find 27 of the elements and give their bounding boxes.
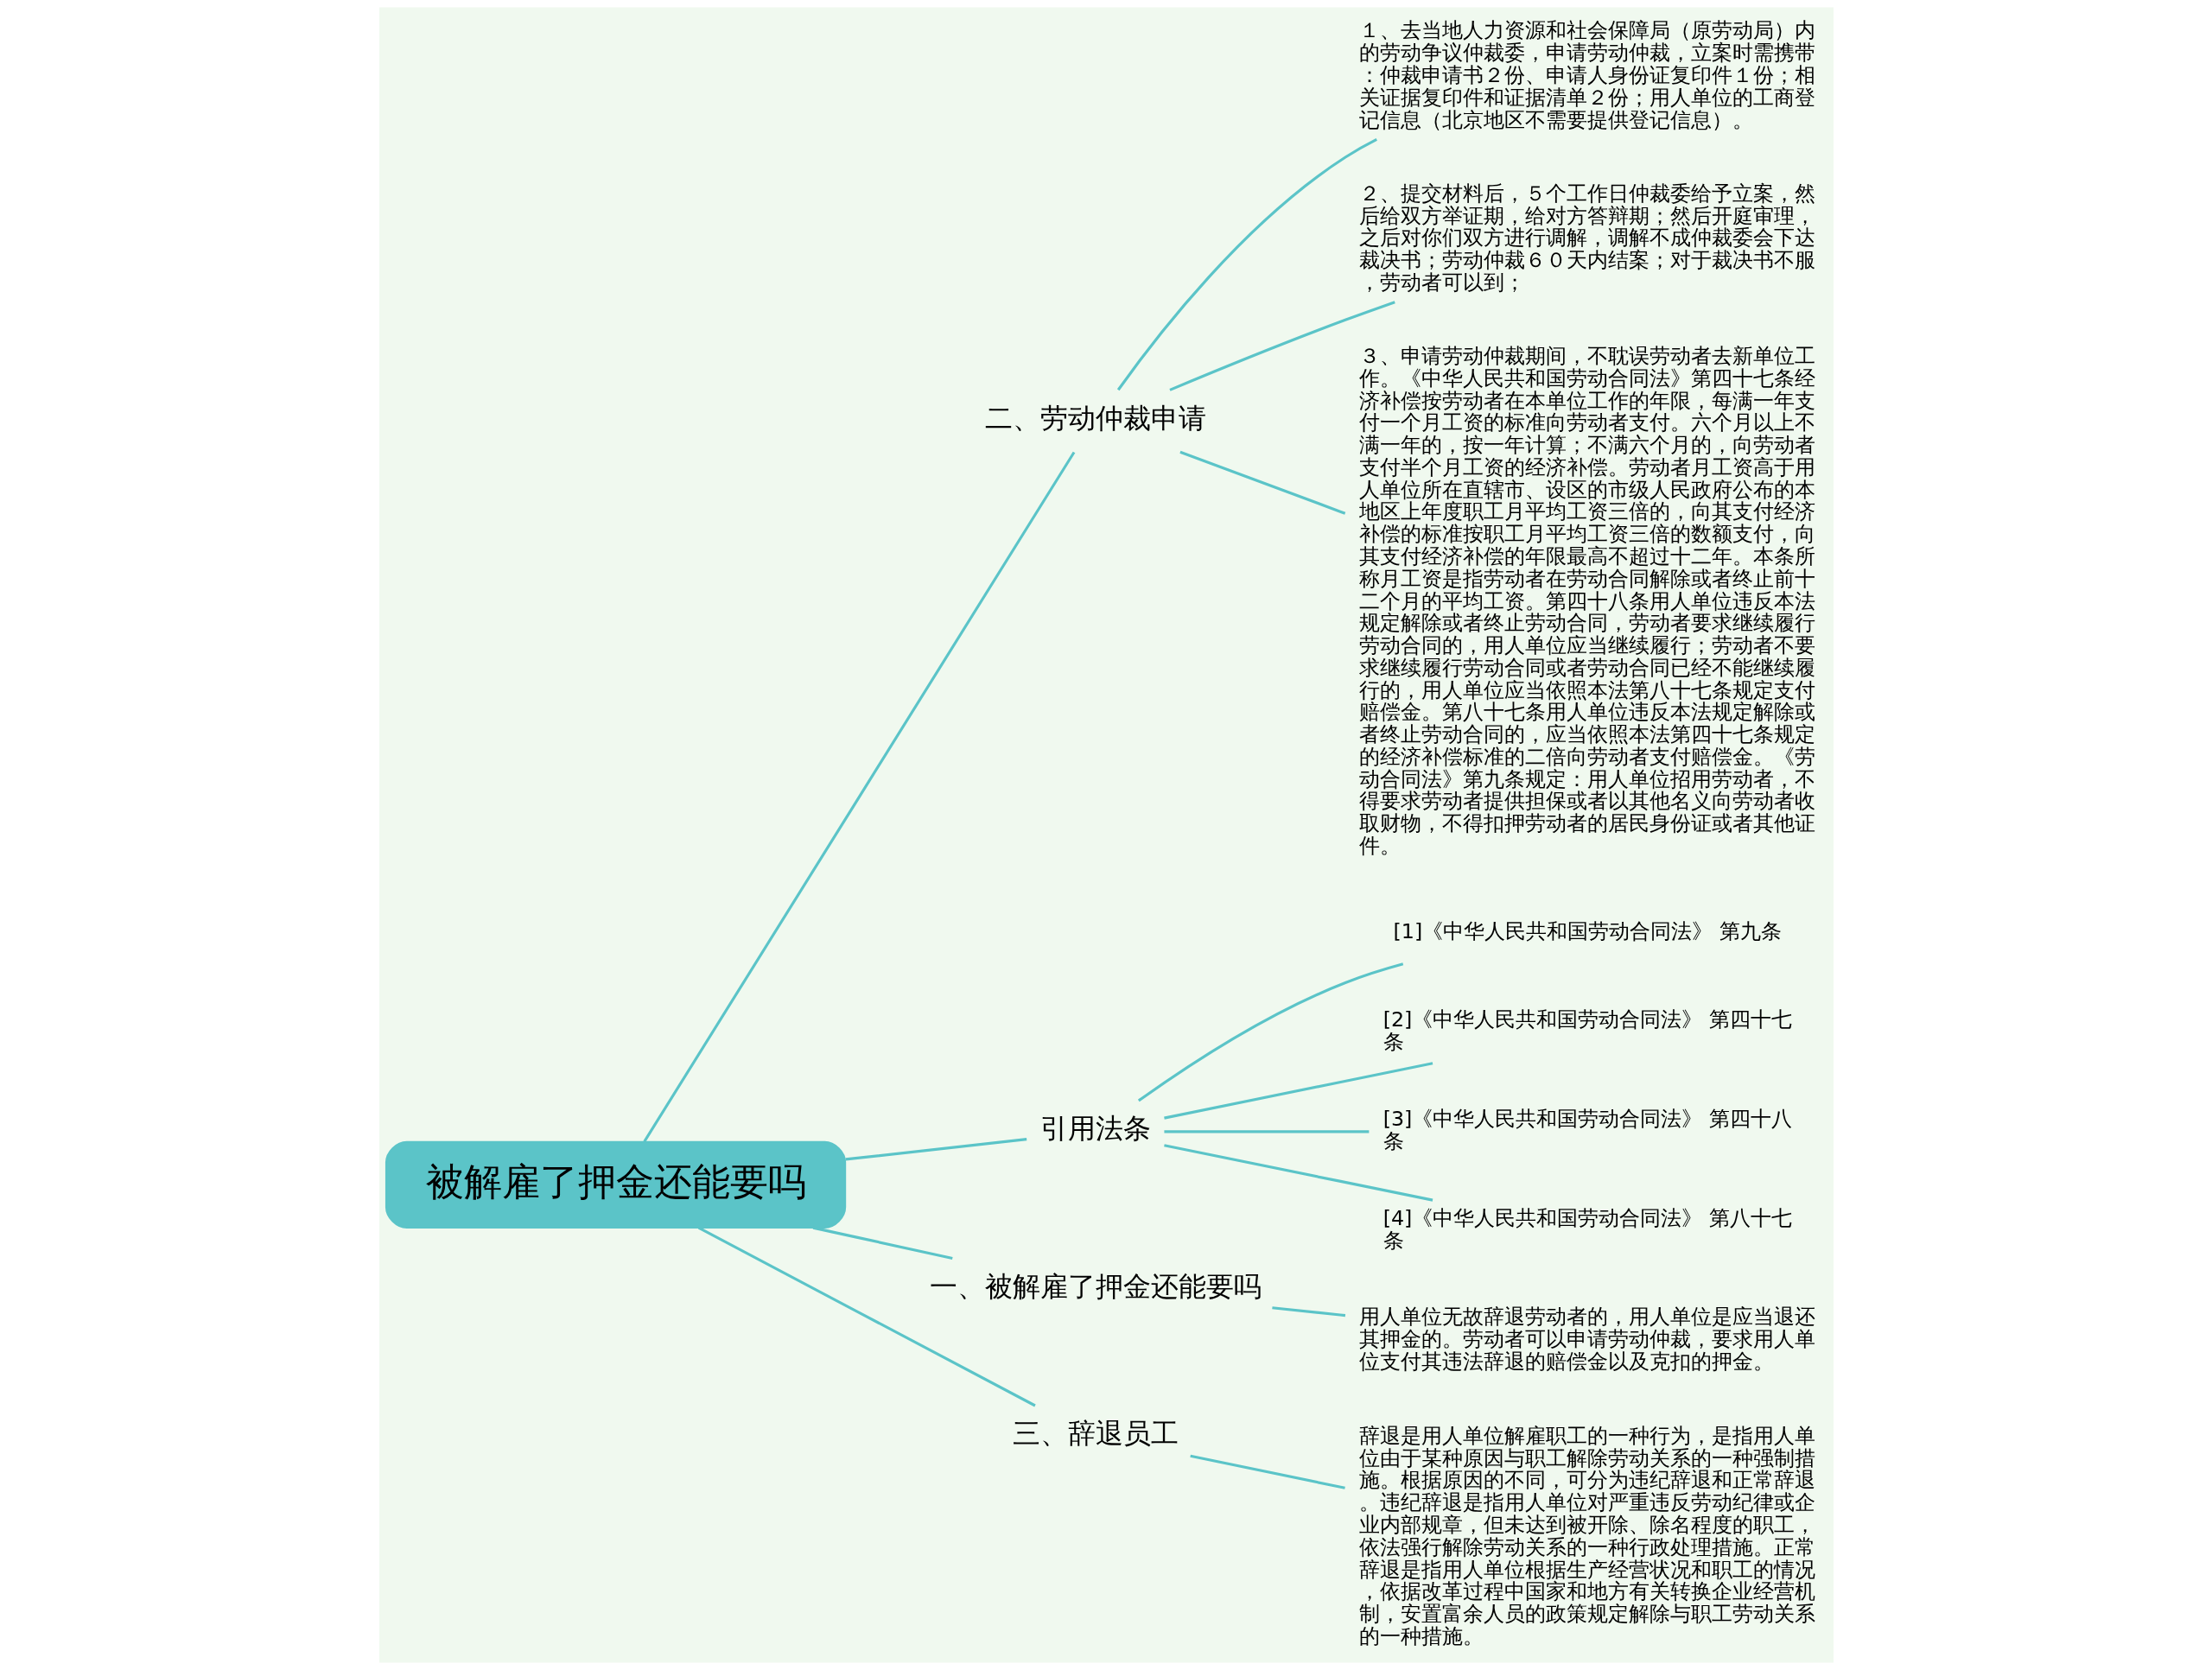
node-text: 三、辞退员工 bbox=[1012, 1418, 1179, 1450]
connector bbox=[697, 1226, 1036, 1407]
connector bbox=[1163, 1144, 1433, 1202]
node-text: 辞退是用人单位解雇职工的一种行为，是指用人单位由于某种原因与职工解除劳动关系的一种强制措施。根据原因的不同，可分为违纪辞退和正常辞退。违纪辞退是指用人单位对严重违反劳动纪律或企业内部规章，但未达到被开除、除名程度的职工，依法强行解除劳动关系的一种行政处理措施。正常辞退是指用人单位根据生产经营状况和职工的情况，依据改革过程中国家和地方有关转换企业经营机制，安置富余人员的政策规定解除与职工劳动关系的一种措施。 bbox=[1358, 1423, 1815, 1648]
connector bbox=[1168, 301, 1395, 391]
connector bbox=[1163, 1130, 1369, 1133]
node-text: [3]《中华人民共和国劳动合同法》 第四十八条 bbox=[1382, 1107, 1792, 1153]
node-text: [2]《中华人民共和国劳动合同法》 第四十七条 bbox=[1382, 1007, 1792, 1054]
connector bbox=[845, 1138, 1027, 1161]
connector bbox=[1163, 1062, 1433, 1120]
connector bbox=[1116, 137, 1377, 391]
connector bbox=[642, 451, 1075, 1143]
node-box: 被解雇了押金还能要吗 bbox=[385, 1140, 846, 1229]
node-text: [1]《中华人民共和国劳动合同法》 第九条 bbox=[1393, 919, 1782, 944]
connector bbox=[1179, 450, 1345, 515]
node-text: 用人单位无故辞退劳动者的，用人单位是应当退还其押金的。劳动者可以申请劳动仲裁，要求用人单位支付其违法辞退的赔偿金以及克扣的押金。 bbox=[1358, 1305, 1815, 1374]
connector bbox=[1189, 1454, 1345, 1489]
node-text: [4]《中华人民共和国劳动合同法》 第八十七条 bbox=[1382, 1206, 1792, 1253]
node-text: 一、被解雇了押金还能要吗 bbox=[929, 1270, 1262, 1302]
node-text: ３、申请劳动仲裁期间，不耽误劳动者去新单位工作。《中华人民共和国劳动合同法》第四十七条经济补偿按劳动者在本单位工作的年限，每满一年支付一个月工资的标准向劳动者支付。六个月以上不满一年的，按一年计算；不满六个月的，向劳动者支付半个月工资的经济补偿。劳动者月工资高于用人单位所在直辖市、设区的市级人民政府公布的本地区上年度职工月平均工资三倍的，向其支付经济补偿的标准按职工月平均工资三倍的数额支付，向其支付经济补偿的年限最高不超过十二年。本条所称月工资是指劳动者在劳动合同解除或者终止前十二个月的平均工资。第四十八条用人单位违反本法规定解除或者终止劳动合同，劳动者要求继续履行劳动合同的，用人单位应当继续履行；劳动者不要求继续履行劳动合同或者劳动合同已经不能继续履行的，用人单位应当依照本法第八十七条规定支付赔偿金。第八十七条用人单位违反本法规定解除或者终止劳动合同的，应当依照本法第四十七条规定的经济补偿标准的二倍向劳动者支付赔偿金。《劳动合同法》第九条规定：用人单位招用劳动者，不得要求劳动者提供担保或者以其他名义向劳动者收取财物，不得扣押劳动者的居民身份证或者其他证件。 bbox=[1358, 344, 1815, 859]
connector bbox=[1137, 962, 1403, 1102]
connector bbox=[1271, 1306, 1345, 1318]
node-text: ２、提交材料后，５个工作日仲裁委给予立案，然后给双方举证期，给对方答辩期；然后开庭审理，之后对你们双方进行调解，调解不成仲裁委会下达裁决书；劳动仲裁６０天内结案；对于裁决书不服，劳动者可以到； bbox=[1358, 181, 1815, 295]
connector bbox=[812, 1226, 953, 1260]
node-text: 二、劳动仲裁申请 bbox=[984, 402, 1206, 434]
node-text: １、去当地人力资源和社会保障局（原劳动局）内的劳动争议仲裁委，申请劳动仲裁，立案时需携带：仲裁申请书２份、申请人身份证复印件１份；相关证据复印件和证据清单２份；用人单位的工商登记信息（北京地区不需要提供登记信息）。 bbox=[1358, 18, 1815, 132]
node-text: 引用法条 bbox=[1039, 1113, 1151, 1145]
